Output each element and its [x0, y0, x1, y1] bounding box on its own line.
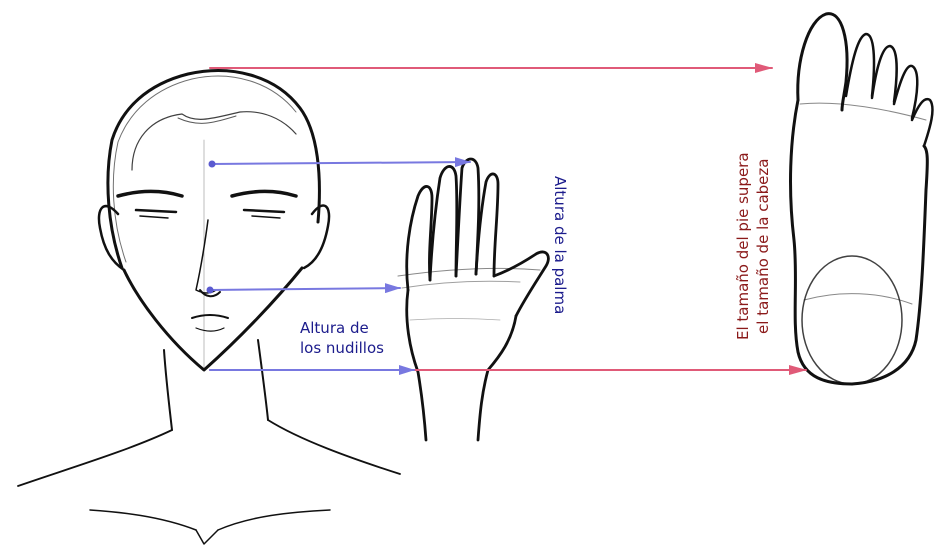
- knuckle-label-line2: los nudillos: [300, 338, 384, 358]
- point-brow: [209, 161, 216, 168]
- measurement-arrows: [207, 68, 807, 370]
- knuckle-height-label: Altura de los nudillos: [300, 318, 384, 358]
- foot-label-line1: El tamaño del pie supera: [733, 152, 753, 340]
- foot-label-line2: el tamaño de la cabeza: [753, 152, 773, 340]
- head-sketch: [18, 71, 400, 544]
- foot-size-label: El tamaño del pie supera el tamaño de la…: [733, 152, 773, 340]
- palm-height-label: Altura de la palma: [550, 176, 570, 314]
- foot-sketch: [791, 14, 933, 384]
- arrow-nose-to-knuckles: [210, 288, 400, 290]
- hand-sketch: [398, 159, 548, 440]
- arrow-brow-to-fingertip: [212, 162, 470, 164]
- knuckle-label-line1: Altura de: [300, 318, 384, 338]
- point-nose: [207, 287, 214, 294]
